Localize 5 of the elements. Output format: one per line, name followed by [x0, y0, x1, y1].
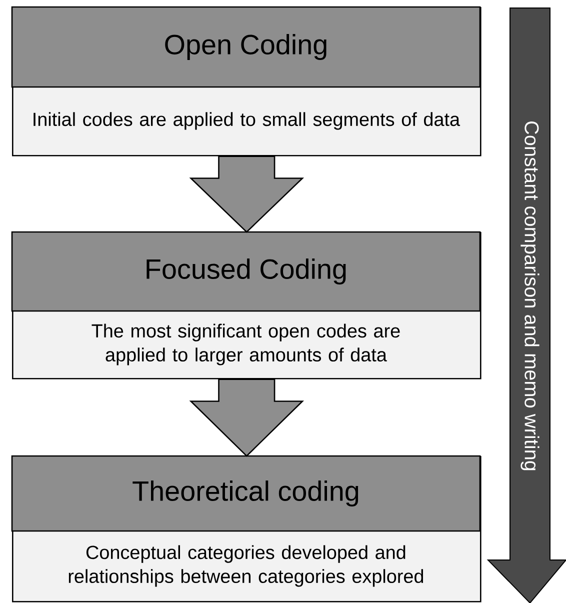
block-arrow: [189, 156, 304, 233]
stage-box: Focused Coding The most significant open codes are applied to larger amounts of data: [11, 231, 482, 380]
block-arrow: [189, 378, 304, 457]
stage-box: Open Coding Initial codes are applied to small segments of data: [11, 6, 482, 156]
stage-box: Theoretical coding Conceptual categories developed and relationships between categories explored: [11, 455, 482, 602]
